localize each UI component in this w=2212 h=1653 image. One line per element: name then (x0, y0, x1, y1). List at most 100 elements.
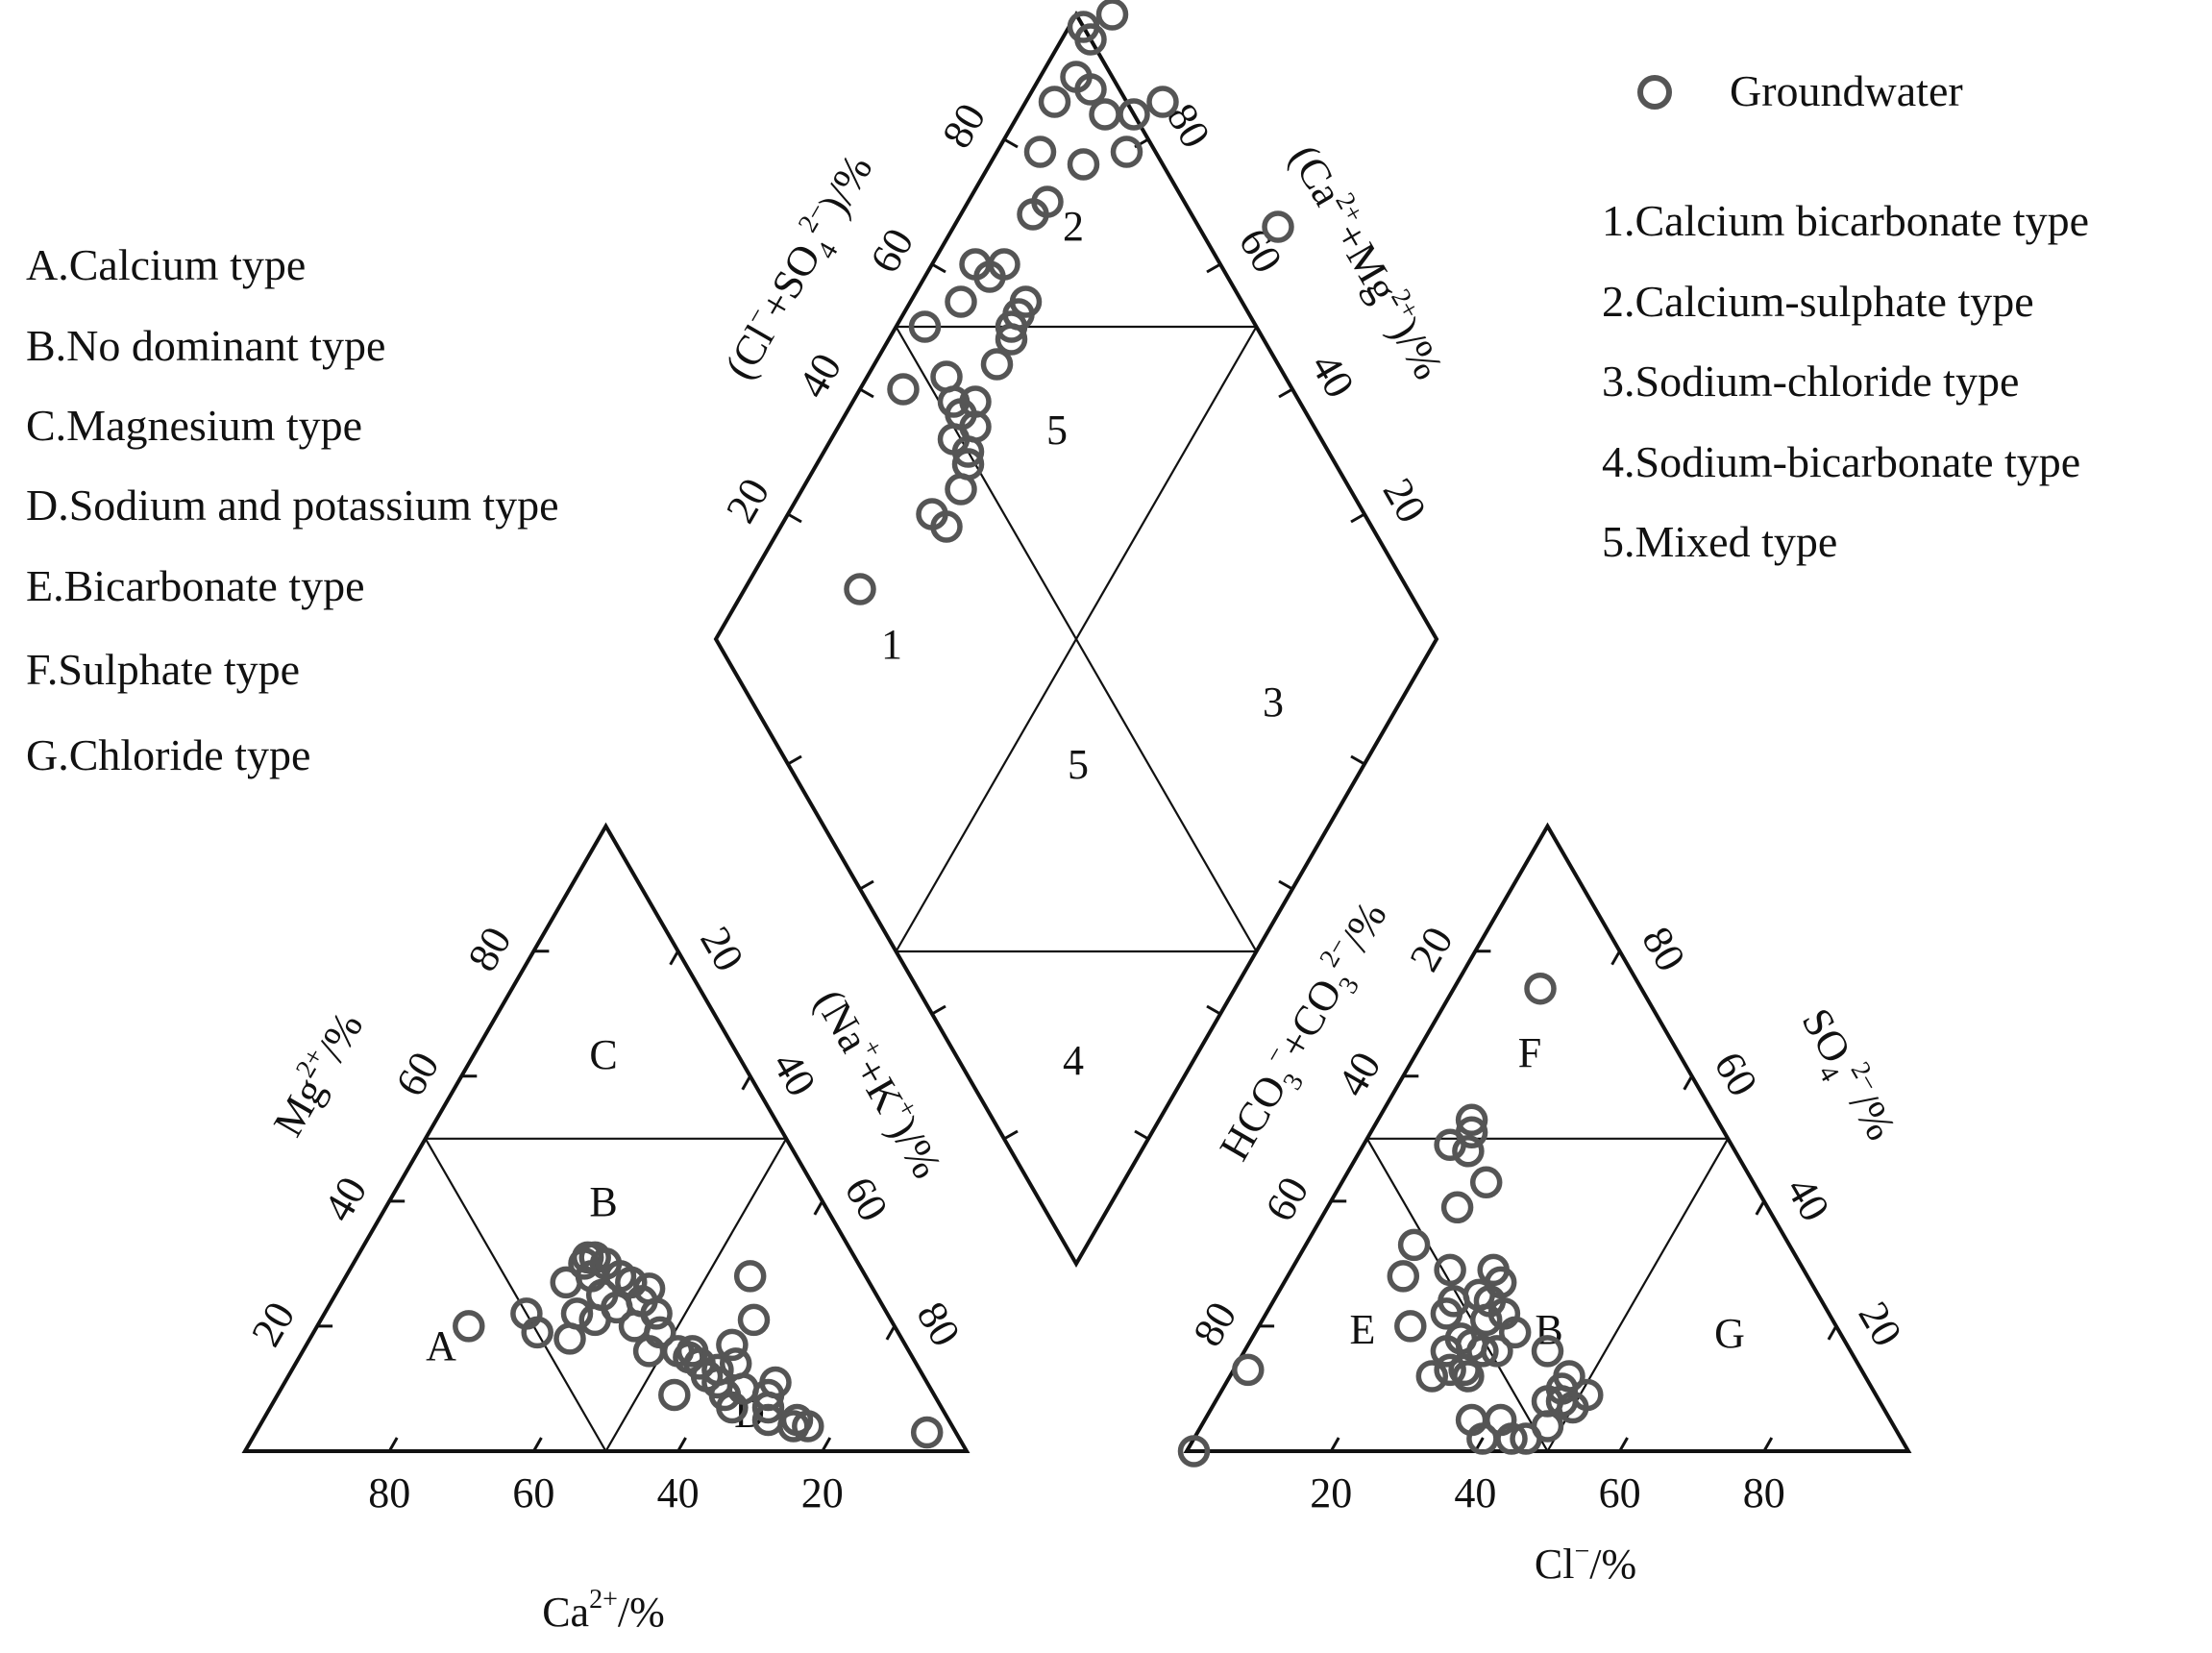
diamond-data-point (945, 398, 977, 431)
diamond-lower-right-axis-tick (1278, 879, 1293, 891)
cation-left-tick-label: 60 (386, 1044, 448, 1104)
anion-data-point (1232, 1353, 1265, 1387)
legend-series-label: Groundwater (1730, 66, 1963, 115)
anion-bottom-tick-label: 60 (1599, 1469, 1641, 1517)
anion-data-point (1498, 1316, 1532, 1349)
diamond-left-tick-label: 20 (717, 470, 778, 530)
diamond-region-label-4: 4 (1063, 1037, 1084, 1084)
diamond-data-point (1038, 86, 1071, 118)
diamond-data-point (1067, 148, 1100, 181)
cation-bottom-axis-tick (532, 1437, 543, 1452)
diamond-data-point (844, 573, 876, 605)
diamond-left-tick-label: 80 (933, 95, 995, 156)
anion-data-point (1452, 1135, 1485, 1168)
cation-left-tick-label: 20 (242, 1294, 304, 1354)
anion-data-point (1531, 1335, 1564, 1368)
anion-right-axis-tick (1610, 950, 1621, 966)
anion-data-point (1455, 1103, 1488, 1137)
diamond-region-label-5-upper: 5 (1046, 407, 1068, 454)
cation-bottom-axis-tick (821, 1437, 832, 1452)
anion-left-tick-label: 80 (1184, 1294, 1245, 1354)
cation-bottom-tick-label: 80 (368, 1469, 410, 1517)
cation-bottom-tick-label: 20 (801, 1469, 844, 1517)
diamond-data-point (930, 510, 963, 543)
cation-region-label-c: C (589, 1031, 617, 1078)
anion-bottom-axis-label: Cl−/% (1535, 1537, 1636, 1588)
diamond-region-label-5-lower: 5 (1068, 741, 1089, 788)
anion-region-label-f: F (1518, 1029, 1541, 1076)
diamond-lower-right-axis-tick (1350, 754, 1365, 766)
diamond-lower-left-axis-tick (859, 879, 874, 891)
anion-right-tick-label: 80 (1633, 919, 1694, 979)
cation-left-tick-label: 40 (314, 1169, 376, 1229)
legend-item-g: G.Chloride type (26, 730, 311, 779)
anion-left-tick-label: 60 (1256, 1169, 1317, 1229)
cation-data-point (759, 1366, 792, 1399)
diamond-lower-right-axis-tick (1134, 1129, 1149, 1141)
diamond-data-point (1031, 185, 1064, 218)
diamond-lower-left-axis-tick (931, 1004, 946, 1016)
cation-data-point (560, 1297, 594, 1330)
cation-right-tick-label: 60 (835, 1169, 897, 1229)
anion-right-axis-tick (1827, 1325, 1838, 1341)
anion-data-point (1434, 1253, 1466, 1287)
diamond-data-point (908, 310, 942, 343)
anion-bottom-axis-tick (1762, 1437, 1774, 1452)
anion-bottom-axis-tick (1618, 1437, 1629, 1452)
cation-bottom-axis-tick (676, 1437, 687, 1452)
legend-item-c: C.Magnesium type (26, 401, 363, 450)
diamond-upper-left-axis-tick (1003, 137, 1019, 149)
cation-right-tick-label: 40 (763, 1044, 824, 1104)
anion-region-label-e: E (1350, 1306, 1376, 1353)
diamond-data-point (1146, 86, 1179, 118)
legend-item-5: 5.Mixed type (1602, 517, 1838, 566)
anion-left-tick-label: 20 (1400, 919, 1462, 979)
legend-item-a: A.Calcium type (26, 240, 307, 289)
anion-left-tick-label: 40 (1328, 1044, 1389, 1104)
diamond-upper-left-axis-tick (931, 262, 946, 274)
legend-item-4: 4.Sodium-bicarbonate type (1602, 437, 2081, 486)
legend-item-e: E.Bicarbonate type (26, 561, 365, 610)
cation-data-point (716, 1328, 749, 1362)
anion-region-divider (1365, 1138, 1549, 1452)
legend-item-d: D.Sodium and potassium type (26, 481, 559, 530)
anion-data-point (1177, 1435, 1211, 1468)
anion-right-axis-tick (1683, 1075, 1694, 1091)
legend-item-1: 1.Calcium bicarbonate type (1602, 196, 2090, 245)
anion-right-axis-tick (1755, 1200, 1766, 1216)
anion-bottom-tick-label: 80 (1743, 1469, 1785, 1517)
diamond-lower-left-axis-tick (787, 754, 802, 766)
cation-data-point (521, 1316, 553, 1349)
anion-data-point (1434, 1353, 1466, 1387)
diamond-lower-left-axis-tick (1003, 1129, 1019, 1141)
anion-data-point (1434, 1128, 1466, 1162)
anion-data-point (1452, 1360, 1485, 1393)
diamond-region-divider (895, 326, 1258, 952)
anion-data-point (1469, 1166, 1503, 1199)
anion-region-label-g: G (1714, 1310, 1745, 1357)
anion-data-point (1430, 1297, 1463, 1330)
cation-right-tick-label: 20 (691, 919, 752, 979)
diamond-data-point (1023, 136, 1057, 168)
cation-data-point (632, 1335, 666, 1368)
cation-bottom-axis-tick (387, 1437, 399, 1452)
cation-right-tick-label: 80 (907, 1294, 969, 1354)
cation-data-point (658, 1378, 691, 1412)
diamond-right-tick-label: 20 (1374, 470, 1436, 530)
diamond-right-axis-label: (Ca2++Mg2+)/% (1280, 135, 1455, 387)
cation-data-point (777, 1410, 810, 1443)
diamond-right-tick-label: 80 (1158, 95, 1219, 156)
diamond-region-label-2: 2 (1063, 203, 1084, 250)
cation-right-axis-tick (813, 1200, 824, 1216)
cation-region-divider (604, 1138, 788, 1452)
legend-marker-icon (1637, 75, 1672, 110)
legend-item-f: F.Sulphate type (26, 645, 301, 694)
diamond-data-point (945, 285, 977, 318)
cation-region-divider (424, 1138, 607, 1452)
cation-data-point (632, 1272, 666, 1305)
cation-left-axis-label: Mg2+/% (260, 1002, 372, 1145)
diamond-data-point (1074, 73, 1107, 106)
anion-data-point (1495, 1422, 1528, 1455)
cation-data-point (910, 1416, 944, 1449)
